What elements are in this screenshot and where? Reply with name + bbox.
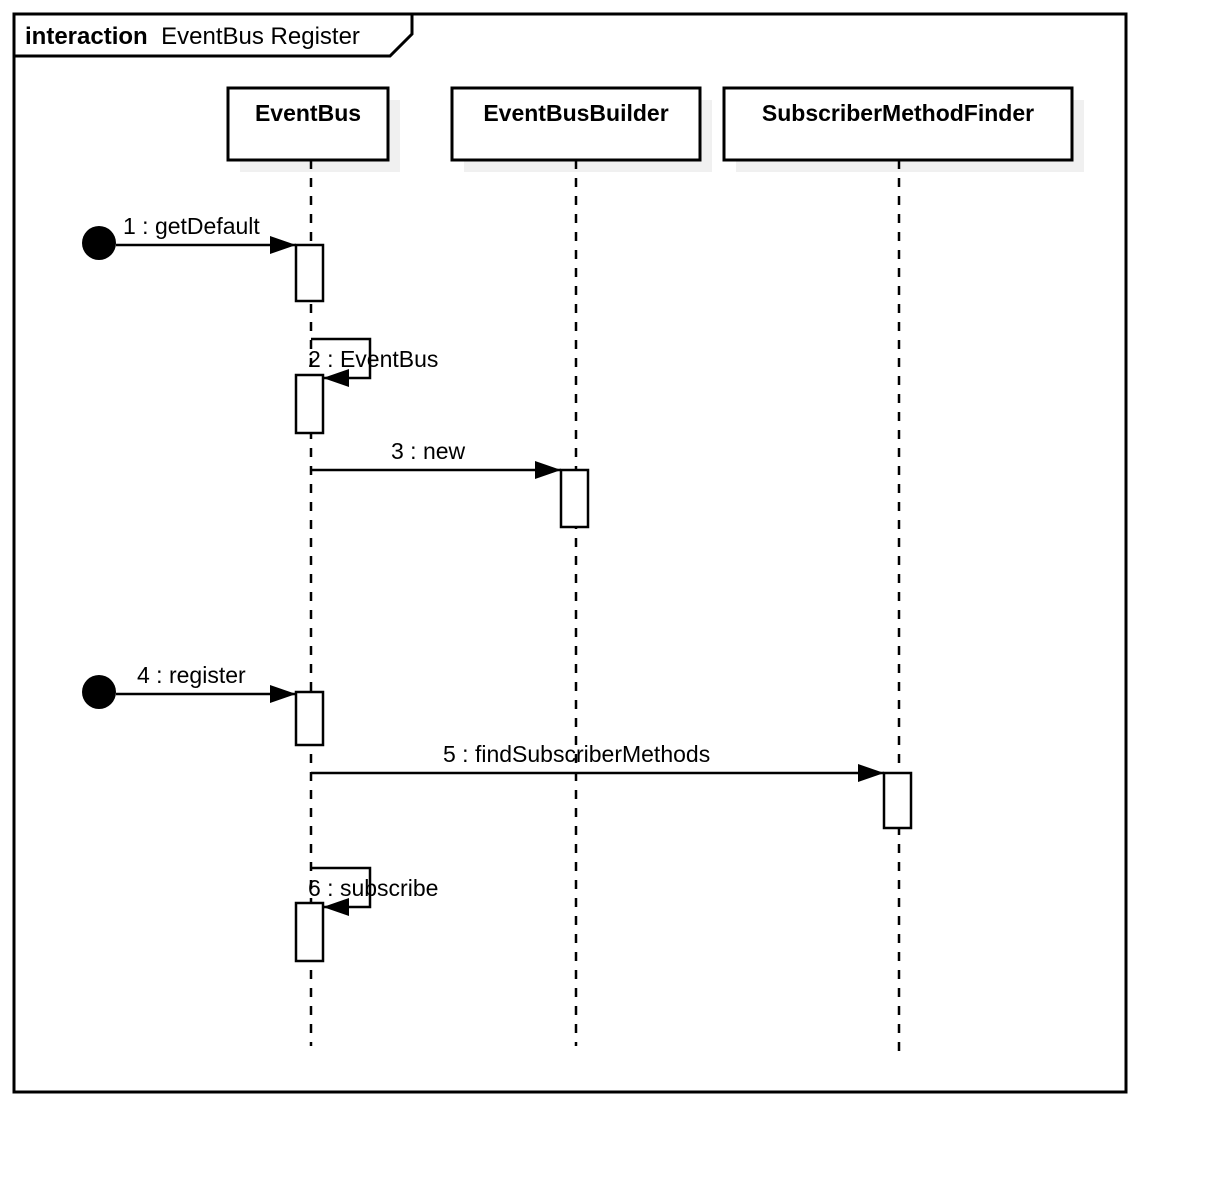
found-message-dot — [82, 226, 116, 260]
message-label: 4 : register — [137, 662, 246, 688]
message-label: 1 : getDefault — [123, 213, 260, 239]
lifeline-eventbus[interactable]: EventBus — [226, 86, 400, 1046]
frame-name-label: EventBus Register — [161, 23, 360, 50]
message-label: 3 : new — [391, 438, 466, 464]
message-4-register[interactable]: 4 : register — [82, 662, 296, 709]
activation-bars-group — [294, 243, 913, 963]
frame-title-text: interaction EventBus Register — [25, 23, 360, 50]
message-arrowhead — [270, 685, 296, 703]
frame-kind-label: interaction — [25, 23, 148, 50]
message-2-EventBus[interactable]: 2 : EventBus — [308, 337, 438, 387]
message-1-getDefault[interactable]: 1 : getDefault — [82, 213, 296, 260]
interaction-frame: interaction EventBus Register — [12, 12, 1128, 1094]
activation-bar[interactable] — [294, 373, 325, 435]
lifeline-box[interactable] — [226, 86, 390, 162]
message-label: 6 : subscribe — [308, 875, 438, 901]
activation-bar[interactable] — [294, 690, 325, 747]
activation-bar[interactable] — [882, 771, 913, 830]
lifeline-label: EventBus — [255, 100, 361, 126]
lifeline-label: EventBusBuilder — [483, 100, 668, 126]
message-arrowhead — [323, 898, 349, 916]
lifeline-subscribermethodfinder[interactable]: SubscriberMethodFinder — [722, 86, 1084, 1060]
lifeline-box[interactable] — [450, 86, 702, 162]
message-arrowhead — [535, 461, 561, 479]
lifelines-group: EventBus EventBusBuilder SubscriberMethodF… — [226, 86, 1084, 1060]
found-message-dot — [82, 675, 116, 709]
message-arrowhead — [858, 764, 884, 782]
messages-group: 1 : getDefault 2 : EventBus 3 : new 4 : reg… — [82, 213, 884, 916]
message-5-findSubscriberMethods[interactable]: 5 : findSubscriberMethods — [311, 741, 884, 782]
message-label: 5 : findSubscriberMethods — [443, 741, 710, 767]
message-arrowhead — [270, 236, 296, 254]
lifeline-label: SubscriberMethodFinder — [762, 100, 1034, 126]
activation-bar[interactable] — [294, 901, 325, 963]
frame-border — [12, 12, 1128, 1094]
message-6-subscribe[interactable]: 6 : subscribe — [308, 866, 438, 916]
activation-bar[interactable] — [294, 243, 325, 303]
activation-bar[interactable] — [559, 468, 590, 529]
lifeline-eventbusbuilder[interactable]: EventBusBuilder — [450, 86, 712, 1046]
frame-title-tab — [12, 12, 414, 58]
message-arrowhead — [323, 369, 349, 387]
message-label: 2 : EventBus — [308, 346, 438, 372]
message-3-new[interactable]: 3 : new — [311, 438, 561, 479]
